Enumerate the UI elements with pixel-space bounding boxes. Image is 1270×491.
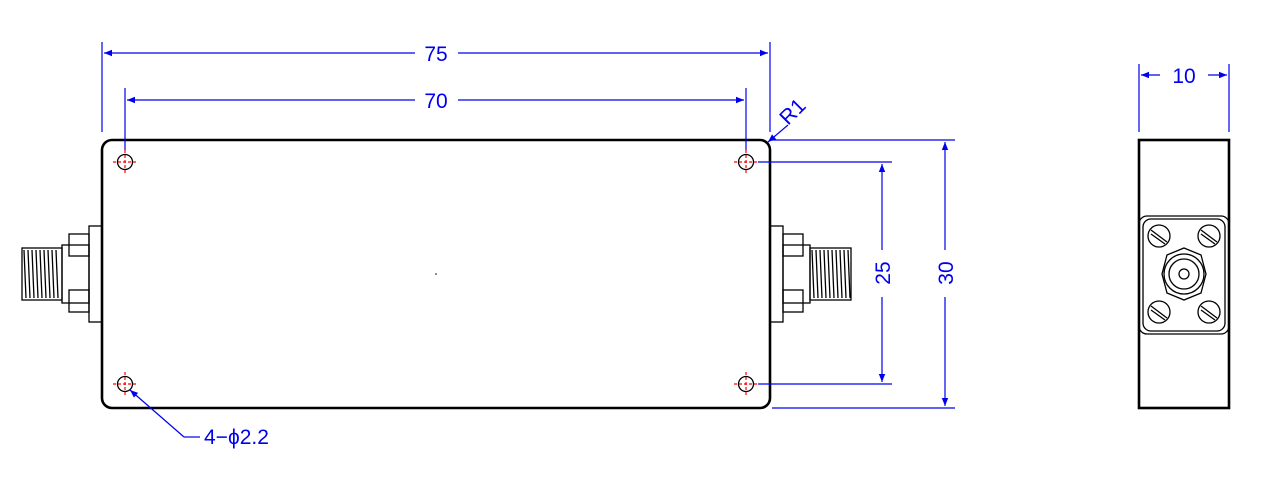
dimension-25: 25: [758, 161, 895, 385]
dimension-10: 10: [1138, 64, 1230, 132]
sma-connector-left-icon: [21, 225, 103, 323]
dimension-30-label: 30: [935, 261, 958, 284]
thread-line: [51, 249, 55, 299]
thread-line: [819, 249, 823, 299]
mounting-hole-bottom-right: [734, 372, 758, 396]
thread-line: [47, 249, 51, 299]
thread-line: [27, 249, 31, 299]
thread-line: [847, 249, 851, 299]
thread-line: [843, 249, 847, 299]
radius-label: R1: [775, 94, 810, 129]
thread-line: [39, 249, 43, 299]
screw-top-left: [1147, 224, 1171, 248]
thread-line: [23, 249, 27, 299]
thread-line: [831, 249, 835, 299]
dimension-30: 30: [772, 139, 958, 409]
sma-connector-end-icon: [1138, 215, 1230, 335]
sma-connector-right-icon: [769, 225, 852, 323]
drawing-origin-mark: [435, 273, 437, 275]
thread-line: [31, 249, 35, 299]
side-body: [1137, 138, 1231, 410]
screw-top-right: [1197, 224, 1221, 248]
hole-callout-label: 4−ϕ2.2: [204, 426, 269, 449]
thread-line: [823, 249, 827, 299]
thread-line: [55, 249, 59, 299]
thread-line: [811, 249, 815, 299]
mounting-hole-top-left: [113, 150, 137, 174]
thread-line: [839, 249, 843, 299]
dimension-70: 70: [124, 88, 747, 150]
side-view: 10: [1137, 64, 1231, 410]
hole-callout: 4−ϕ2.2: [129, 389, 269, 449]
thread-line: [835, 249, 839, 299]
dimension-75: 75: [101, 42, 771, 132]
dimension-70-label: 70: [424, 90, 447, 113]
mounting-hole-bottom-left: [113, 372, 137, 396]
thread-line: [815, 249, 819, 299]
thread-line: [827, 249, 831, 299]
mounting-hole-top-right: [734, 150, 758, 174]
front-view: 75 70 R1 4−ϕ2.2 25: [21, 42, 958, 449]
thread-line: [35, 249, 39, 299]
screw-bottom-left: [1147, 300, 1171, 324]
dimension-75-label: 75: [424, 43, 447, 66]
radius-callout: R1: [767, 94, 811, 143]
dimension-10-label: 10: [1172, 65, 1195, 88]
screw-bottom-right: [1197, 300, 1221, 324]
thread-line: [43, 249, 47, 299]
dimension-25-label: 25: [872, 261, 895, 284]
